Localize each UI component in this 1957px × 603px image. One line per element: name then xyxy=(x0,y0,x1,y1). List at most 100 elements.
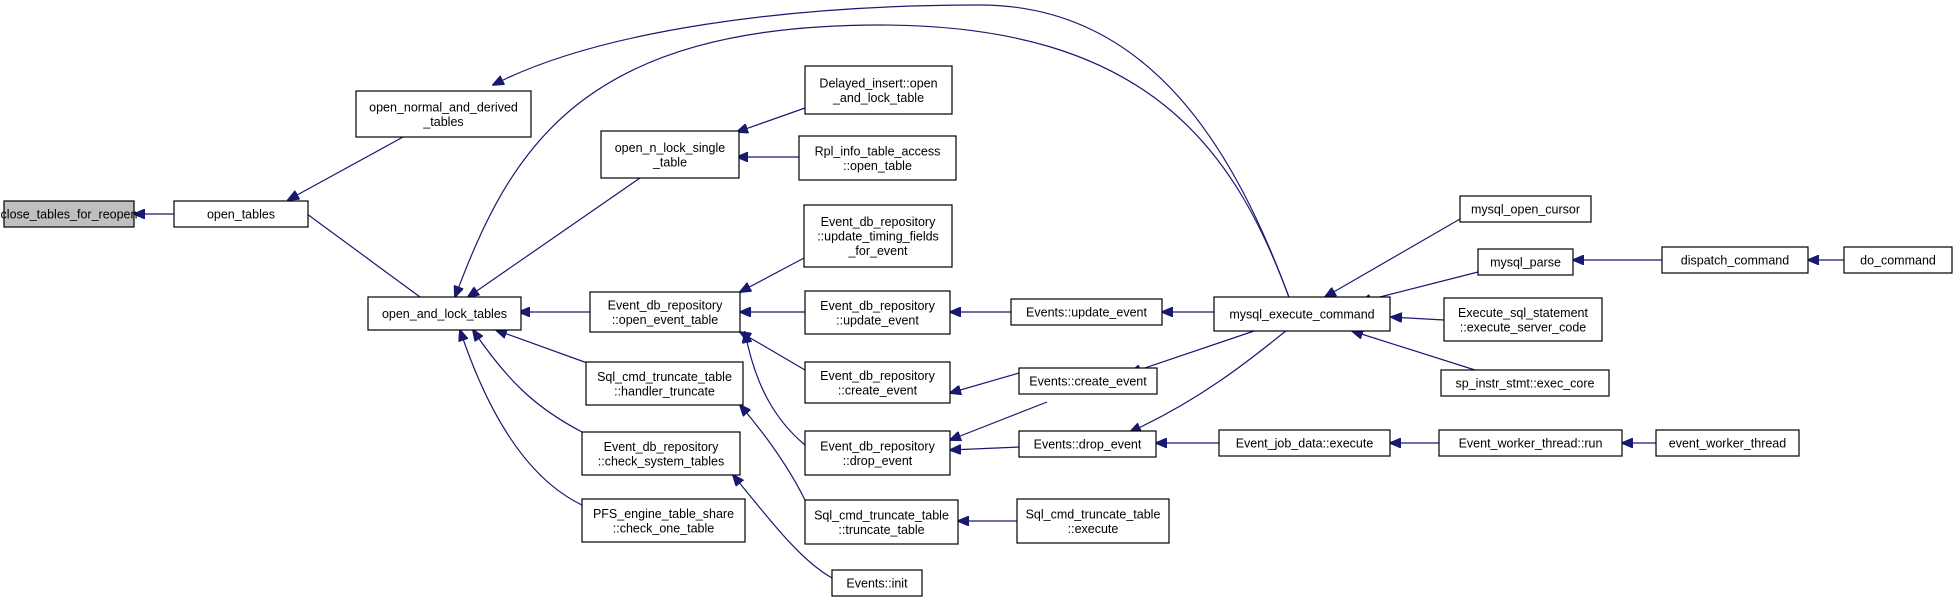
node-box xyxy=(589,291,741,333)
node-label: close_tables_for_reopen xyxy=(1,208,138,222)
node-box xyxy=(367,296,522,331)
node-label: Event_db_repository xyxy=(820,439,935,453)
node-sql-cmd-truncate-table-truncate-table[interactable]: Sql_cmd_truncate_table::truncate_table xyxy=(804,499,959,545)
node-event-db-repository-check-system-tables[interactable]: Event_db_repository::check_system_tables xyxy=(581,431,741,476)
node-label: sp_instr_stmt::exec_core xyxy=(1456,377,1595,391)
node-box xyxy=(1018,430,1157,458)
edge-execute-sql-statement-to-mysql-execute-command xyxy=(1391,317,1445,320)
node-box xyxy=(1477,248,1574,276)
node-rpl-info-table-access-open-table[interactable]: Rpl_info_table_access::open_table xyxy=(798,135,957,181)
node-events-update-event[interactable]: Events::update_event xyxy=(1010,298,1163,326)
node-event-db-repository-update-event[interactable]: Event_db_repository::update_event xyxy=(804,290,951,335)
node-open-normal-and-derived-tables[interactable]: open_normal_and_derived_tables xyxy=(355,90,532,138)
node-label: ::open_event_table xyxy=(612,313,718,327)
node-label: Event_job_data::execute xyxy=(1236,437,1374,451)
node-label: ::execute_server_code xyxy=(1460,320,1587,334)
node-box xyxy=(803,204,953,268)
node-box xyxy=(600,130,740,179)
node-label: ::execute xyxy=(1068,522,1119,536)
node-box xyxy=(1010,298,1163,326)
node-pfs-engine-table-share-check-one-table[interactable]: PFS_engine_table_share::check_one_table xyxy=(581,498,746,543)
edge-mysql-execute-command-to-open-and-lock-tables xyxy=(455,24,1291,301)
node-sql-cmd-truncate-table-execute[interactable]: Sql_cmd_truncate_table::execute xyxy=(1016,498,1170,544)
node-dispatch-command[interactable]: dispatch_command xyxy=(1661,246,1809,274)
edge-delayed-insert-open-and-lock-table-to-open-n-lock-single-table xyxy=(737,107,806,132)
node-label: Sql_cmd_truncate_table xyxy=(1026,507,1161,521)
node-event-db-repository-create-event[interactable]: Event_db_repository::create_event xyxy=(804,361,951,404)
node-event-db-repository-drop-event[interactable]: Event_db_repository::drop_event xyxy=(804,430,951,476)
edge-mysql-execute-command-to-events-create-event xyxy=(1130,329,1258,373)
node-label: _for_event xyxy=(847,244,908,258)
node-events-create-event[interactable]: Events::create_event xyxy=(1018,367,1158,395)
node-events-init[interactable]: Events::init xyxy=(831,569,923,597)
node-label: ::create_event xyxy=(838,383,918,397)
edge-mysql-open-cursor-to-mysql-execute-command xyxy=(1325,218,1461,297)
node-box xyxy=(804,65,953,115)
node-label: do_command xyxy=(1860,254,1936,268)
node-label: Events::init xyxy=(846,577,908,591)
node-event-db-repository-open-event-table[interactable]: Event_db_repository::open_event_table xyxy=(589,291,741,333)
node-sp-instr-stmt-exec-core[interactable]: sp_instr_stmt::exec_core xyxy=(1440,369,1610,397)
node-box xyxy=(1440,369,1610,397)
edge-events-drop-event-to-event-db-repository-drop-event xyxy=(950,447,1020,450)
node-label: _and_lock_table xyxy=(832,91,924,105)
node-label: Event_db_repository xyxy=(604,440,719,454)
node-label: ::update_timing_fields xyxy=(817,230,939,244)
node-box xyxy=(581,498,746,543)
node-execute-sql-statement-execute-server-code[interactable]: Execute_sql_statement::execute_server_co… xyxy=(1443,297,1603,342)
edge-mysql-execute-command-to-events-drop-event xyxy=(1130,329,1288,432)
edge-event-db-repository-update-timing-fields-to-open-event-table xyxy=(740,257,805,292)
node-open-and-lock-tables[interactable]: open_and_lock_tables xyxy=(367,296,522,331)
node-label: Sql_cmd_truncate_table xyxy=(814,508,949,522)
node-label: open_tables xyxy=(207,208,275,222)
node-label: Delayed_insert::open xyxy=(819,76,937,90)
node-event-db-repository-update-timing-fields-for-event[interactable]: Event_db_repository::update_timing_field… xyxy=(803,204,953,268)
node-label: Event_db_repository xyxy=(820,369,935,383)
node-box xyxy=(804,499,959,545)
node-mysql-open-cursor[interactable]: mysql_open_cursor xyxy=(1459,195,1592,223)
node-box xyxy=(3,200,135,228)
node-events-drop-event[interactable]: Events::drop_event xyxy=(1018,430,1157,458)
node-delayed-insert-open-and-lock-table[interactable]: Delayed_insert::open_and_lock_table xyxy=(804,65,953,115)
edges-layer xyxy=(134,4,1844,579)
node-label: Event_db_repository xyxy=(821,215,936,229)
node-event-job-data-execute[interactable]: Event_job_data::execute xyxy=(1218,429,1391,457)
node-label: ::handler_truncate xyxy=(614,384,715,398)
node-label: ::check_one_table xyxy=(613,521,715,535)
node-label: Events::create_event xyxy=(1029,375,1147,389)
node-label: _tables xyxy=(422,115,463,129)
node-label: Execute_sql_statement xyxy=(1458,306,1588,320)
node-open-n-lock-single-table[interactable]: open_n_lock_single_table xyxy=(600,130,740,179)
node-box xyxy=(1843,246,1953,274)
node-box xyxy=(355,90,532,138)
node-box xyxy=(804,290,951,335)
edge-mysql-execute-command-to-open-normal-and-derived-tables xyxy=(493,4,1291,301)
node-box xyxy=(1218,429,1391,457)
edge-sql-cmd-truncate-table-handler-truncate-to-open-and-lock-tables xyxy=(496,330,591,365)
node-label: event_worker_thread xyxy=(1669,437,1786,451)
node-label: Events::update_event xyxy=(1026,306,1147,320)
node-event-worker-thread[interactable]: event_worker_thread xyxy=(1655,429,1800,457)
node-event-worker-thread-run[interactable]: Event_worker_thread::run xyxy=(1438,429,1623,457)
node-box xyxy=(831,569,923,597)
node-open-tables[interactable]: open_tables xyxy=(173,200,309,228)
node-close-tables-for-reopen[interactable]: close_tables_for_reopen xyxy=(1,200,138,228)
node-label: PFS_engine_table_share xyxy=(593,507,734,521)
node-label: mysql_open_cursor xyxy=(1471,203,1580,217)
node-do-command[interactable]: do_command xyxy=(1843,246,1953,274)
node-label: ::truncate_table xyxy=(838,523,924,537)
node-label: dispatch_command xyxy=(1681,254,1789,268)
node-label: ::drop_event xyxy=(843,454,913,468)
node-box xyxy=(1443,297,1603,342)
node-label: mysql_execute_command xyxy=(1229,308,1374,322)
node-label: open_n_lock_single xyxy=(615,141,726,155)
node-box xyxy=(798,135,957,181)
edge-events-create-event-to-event-db-repository-create-event xyxy=(950,372,1020,393)
node-box xyxy=(1459,195,1592,223)
edge-event-db-repository-drop-event-to-open-event-table xyxy=(745,332,806,446)
node-mysql-execute-command[interactable]: mysql_execute_command xyxy=(1213,296,1391,332)
node-label: open_and_lock_tables xyxy=(382,307,507,321)
node-mysql-parse[interactable]: mysql_parse xyxy=(1477,248,1574,276)
node-sql-cmd-truncate-table-handler-truncate[interactable]: Sql_cmd_truncate_table::handler_truncate xyxy=(585,361,744,406)
node-box xyxy=(804,430,951,476)
